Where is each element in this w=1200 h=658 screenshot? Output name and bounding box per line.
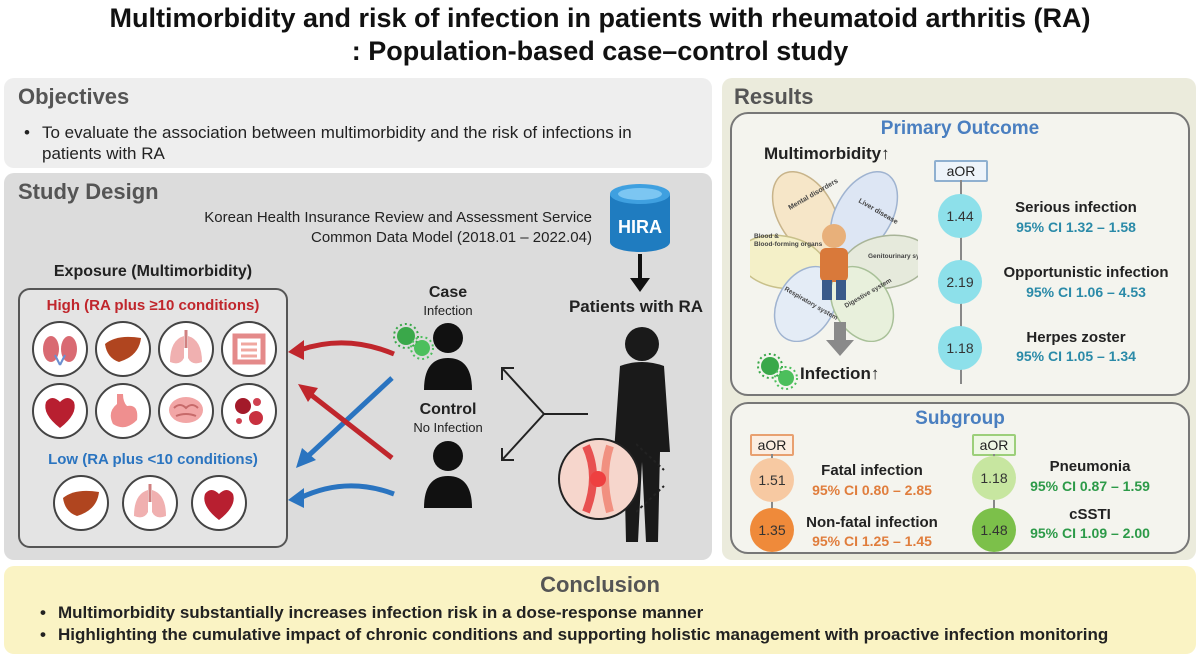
hira-label: HIRA: [618, 217, 662, 237]
objectives-bullet-text: To evaluate the association between mult…: [42, 123, 632, 163]
result-ci: 95% CI 1.06 – 4.53: [1026, 284, 1146, 300]
germ-icon: [393, 323, 434, 360]
data-source-line-2: Common Data Model (2018.01 – 2022.04): [310, 229, 592, 246]
intestine-icon: [221, 321, 277, 377]
conclusion-bullet-text: Highlighting the cumulative impact of ch…: [58, 625, 1109, 644]
subgroup-right-aor-tag: aOR: [972, 434, 1016, 456]
subgroup-aor-circle: 1.18: [972, 456, 1016, 500]
low-exposure-label: Low (RA plus <10 conditions): [48, 451, 258, 468]
subgroup-left-aor-tag: aOR: [750, 434, 794, 456]
exposure-title: Exposure (Multimorbidity): [53, 263, 253, 280]
subgroup-right-axis: [993, 454, 995, 550]
split-arrows-icon: [501, 367, 588, 461]
lungs-icon: [158, 321, 214, 377]
control-sublabel: No Infection: [413, 420, 483, 435]
multimorbidity-label: Multimorbidity↑: [764, 144, 890, 164]
subgroup-aor-circle: 1.48: [972, 508, 1016, 552]
title-line-1: Multimorbidity and risk of infection in …: [109, 3, 1091, 33]
conclusion-panel: Conclusion • Multimorbidity substantiall…: [4, 566, 1196, 654]
subgroup-box: [730, 402, 1190, 554]
conclusion-bullet-text: Multimorbidity substantially increases i…: [58, 603, 704, 622]
svg-text:Blood-forming organs: Blood-forming organs: [754, 241, 823, 248]
result-name: Serious infection: [1015, 199, 1137, 216]
patients-with-ra-label: Patients with RA: [568, 297, 704, 316]
knee-joint-icon: [558, 438, 640, 520]
liver-icon: [95, 321, 151, 377]
exposure-arrows-icon: [288, 340, 395, 508]
primary-aor-tag: aOR: [934, 160, 988, 182]
case-label: Case: [428, 284, 468, 301]
bullet-dot: •: [24, 123, 30, 142]
primary-outcome-heading: Primary Outcome: [880, 118, 1040, 139]
infection-up-arrow-icon: ↑: [870, 364, 880, 383]
objectives-bullet: • To evaluate the association between mu…: [24, 122, 694, 164]
kidney-icon: [32, 321, 88, 377]
result-name: Herpes zoster: [1026, 329, 1126, 346]
infection-text: Infection: [800, 364, 871, 383]
database-icon: [610, 184, 670, 252]
low-lungs-icon: [122, 475, 178, 531]
svg-text:Genitourinary system: Genitourinary system: [868, 253, 918, 260]
study-design-heading: Study Design: [18, 179, 159, 204]
gray-down-arrow-icon: [826, 322, 854, 356]
subgroup-left-axis: [771, 454, 773, 550]
blood-cells-icon: [221, 383, 277, 439]
case-person-icon: [424, 323, 472, 390]
subgroup-result-name: Pneumonia: [1049, 458, 1131, 475]
low-liver-icon: [53, 475, 109, 531]
stomach-icon: [95, 383, 151, 439]
svg-text:Blood &: Blood &: [754, 233, 779, 240]
infographic-title: Multimorbidity and risk of infection in …: [0, 2, 1200, 68]
subgroup-result-ci: 95% CI 1.09 – 2.00: [1030, 525, 1150, 541]
data-source-line-1: Korean Health Insurance Review and Asses…: [204, 209, 592, 226]
subgroup-result-ci: 95% CI 1.25 – 1.45: [812, 533, 932, 549]
result-ci: 95% CI 1.32 – 1.58: [1016, 219, 1136, 235]
heart-icon: [32, 383, 88, 439]
subgroup-result-ci: 95% CI 0.80 – 2.85: [812, 482, 932, 498]
primary-germ-icon: [757, 353, 798, 390]
infection-label: Infection↑: [800, 364, 879, 384]
subgroup-result-name: Fatal infection: [821, 462, 923, 479]
objectives-panel: Objectives • To evaluate the association…: [4, 78, 712, 168]
high-exposure-label: High (RA plus ≥10 conditions): [46, 297, 260, 314]
aor-value-circle: 1.18: [938, 326, 982, 370]
conclusion-bullet: • Highlighting the cumulative impact of …: [40, 624, 1180, 645]
subgroup-result-name: cSSTI: [1069, 506, 1111, 523]
low-heart-icon: [191, 475, 247, 531]
organ-flower-diagram: Mental disorders Liver disease Blood & B…: [750, 171, 918, 342]
multimorbidity-text: Multimorbidity: [764, 144, 882, 163]
subgroup-result-ci: 95% CI 0.87 – 1.59: [1030, 478, 1150, 494]
case-sublabel: Infection: [423, 303, 473, 318]
conclusion-heading: Conclusion: [540, 572, 660, 597]
subgroup-result-name: Non-fatal infection: [806, 514, 938, 531]
control-label: Control: [419, 401, 477, 418]
subgroup-aor-circle: 1.51: [750, 458, 794, 502]
bullet-dot: •: [40, 625, 46, 644]
aor-value-circle: 2.19: [938, 260, 982, 304]
objectives-heading: Objectives: [18, 84, 130, 109]
result-name: Opportunistic infection: [1003, 264, 1169, 281]
arrow-down-icon: [630, 254, 650, 292]
up-arrow-icon: ↑: [881, 144, 890, 163]
aor-value-circle: 1.44: [938, 194, 982, 238]
title-line-2: : Population-based case–control study: [351, 36, 849, 66]
bullet-dot: •: [40, 603, 46, 622]
results-heading: Results: [734, 84, 814, 109]
conclusion-bullet: • Multimorbidity substantially increases…: [40, 602, 1180, 623]
subgroup-heading: Subgroup: [915, 408, 1005, 429]
callout-lines-icon: [636, 443, 665, 513]
control-person-icon: [424, 441, 472, 508]
result-ci: 95% CI 1.05 – 1.34: [1016, 348, 1136, 364]
brain-icon: [158, 383, 214, 439]
subgroup-aor-circle: 1.35: [750, 508, 794, 552]
